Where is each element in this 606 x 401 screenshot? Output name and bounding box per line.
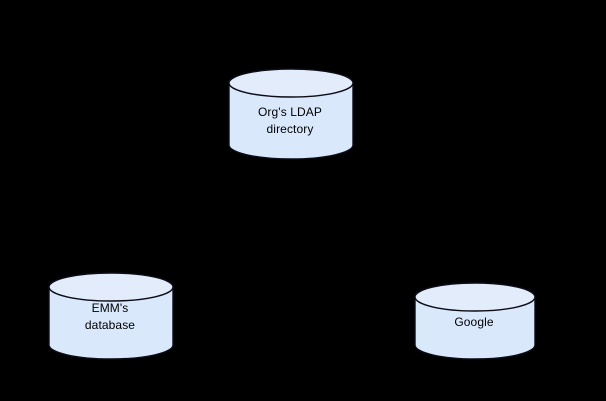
- cylinder-shape-orgs-ldap-directory: [228, 68, 354, 160]
- database-node-orgs-ldap-directory[interactable]: Org's LDAP directory: [228, 68, 354, 160]
- cylinder-top-ellipse-path: [414, 282, 536, 312]
- cylinder-top-ellipse-path: [48, 272, 174, 302]
- cylinder-shape-emms-database: [48, 272, 174, 360]
- database-node-emms-database[interactable]: EMM's database: [48, 272, 174, 360]
- cylinder-top-ellipse-path: [228, 68, 354, 98]
- cylinder-shape-google: [414, 282, 536, 360]
- database-node-google[interactable]: Google: [414, 282, 536, 360]
